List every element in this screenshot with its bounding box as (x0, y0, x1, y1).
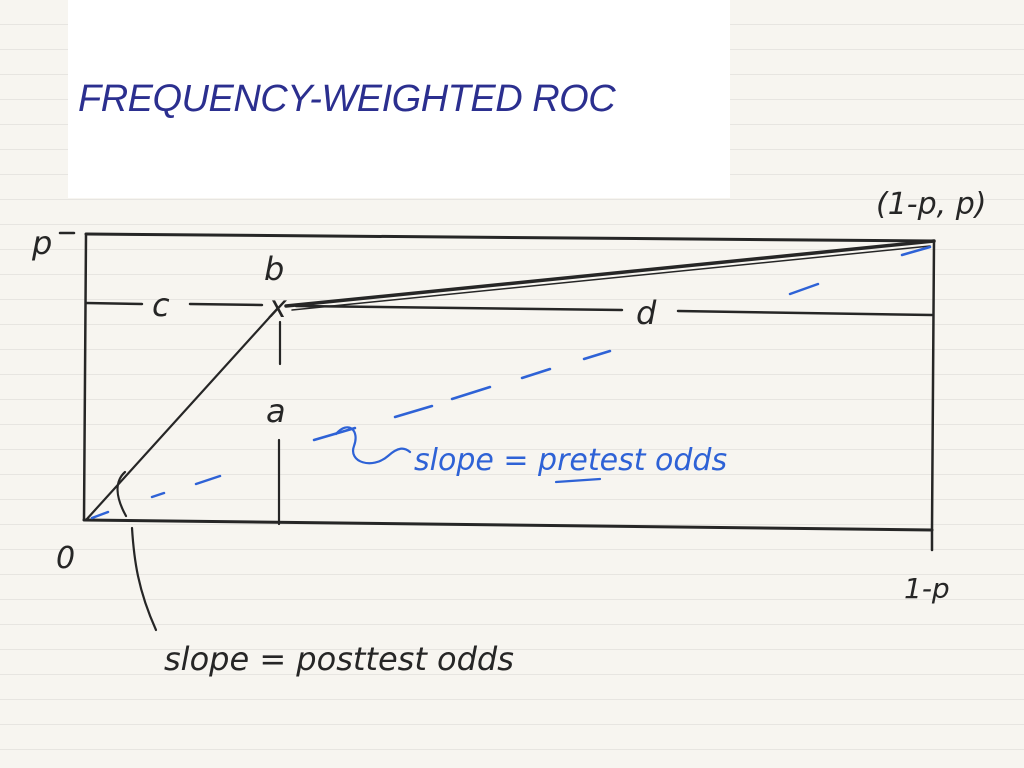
pretest-leader (334, 426, 412, 465)
point-to-corner-line (284, 239, 936, 311)
posttest-annotation: slope = posttest odds (164, 640, 514, 678)
posttest-slope-line (84, 306, 280, 522)
top-edge (84, 232, 936, 243)
left-edge (82, 232, 88, 522)
vertical-guide (277, 320, 282, 526)
page-title: FREQUENCY-WEIGHTED ROC (78, 78, 616, 120)
x-axis-label: 1-p (904, 572, 950, 605)
pretest-suffix: test odds (588, 443, 727, 478)
horizontal-guide (84, 301, 934, 317)
angle-arc (116, 470, 128, 518)
point-x-marker: x (268, 290, 287, 325)
segment-c-label: c (152, 286, 170, 324)
bottom-edge (82, 518, 934, 532)
pretest-underline (554, 477, 602, 484)
posttest-leader (130, 526, 158, 632)
pretest-prefix: slope = (414, 443, 538, 478)
pretest-diagonal (90, 245, 932, 520)
segment-b-label: b (264, 250, 284, 288)
pretest-emphasis: pre (537, 443, 588, 478)
pretest-annotation: slope = pretest odds (414, 443, 727, 478)
right-edge (930, 239, 936, 532)
corner-label: (1-p, p) (876, 187, 986, 222)
segment-d-label: d (636, 294, 657, 332)
title-box: FREQUENCY-WEIGHTED ROC (68, 0, 730, 198)
origin-label: 0 (56, 541, 75, 576)
segment-a-label: a (266, 392, 286, 430)
y-axis-label-p: p (31, 224, 52, 262)
roc-frame (82, 232, 936, 532)
